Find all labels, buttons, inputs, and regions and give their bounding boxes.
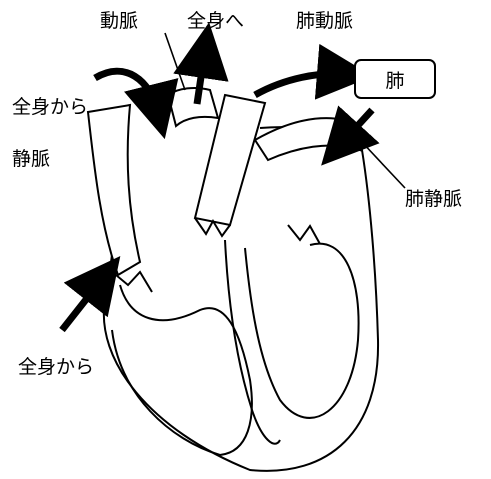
- label-pulmonary-vein: 肺静脈: [405, 190, 462, 209]
- label-from-body-bottom: 全身から: [18, 358, 94, 377]
- lower-valve: [110, 270, 152, 292]
- lung-box: 肺: [354, 59, 436, 99]
- septum-line: [225, 240, 280, 444]
- pointer-artery: [165, 33, 185, 90]
- upper-valve: [288, 225, 320, 244]
- arrow-from-body-bottom: [62, 278, 103, 330]
- aorta: [168, 88, 218, 126]
- label-to-body: 全身へ: [187, 12, 244, 31]
- label-vein: 静脈: [12, 150, 50, 169]
- vena-cava: [88, 105, 140, 275]
- label-from-body-top: 全身から: [12, 98, 88, 117]
- left-ventricle-wall: [245, 244, 359, 418]
- label-lung: 肺: [385, 66, 404, 93]
- label-pulmonary-artery: 肺動脈: [296, 12, 353, 31]
- label-artery: 動脈: [100, 12, 138, 31]
- arrow-pulmonary-artery: [255, 74, 345, 95]
